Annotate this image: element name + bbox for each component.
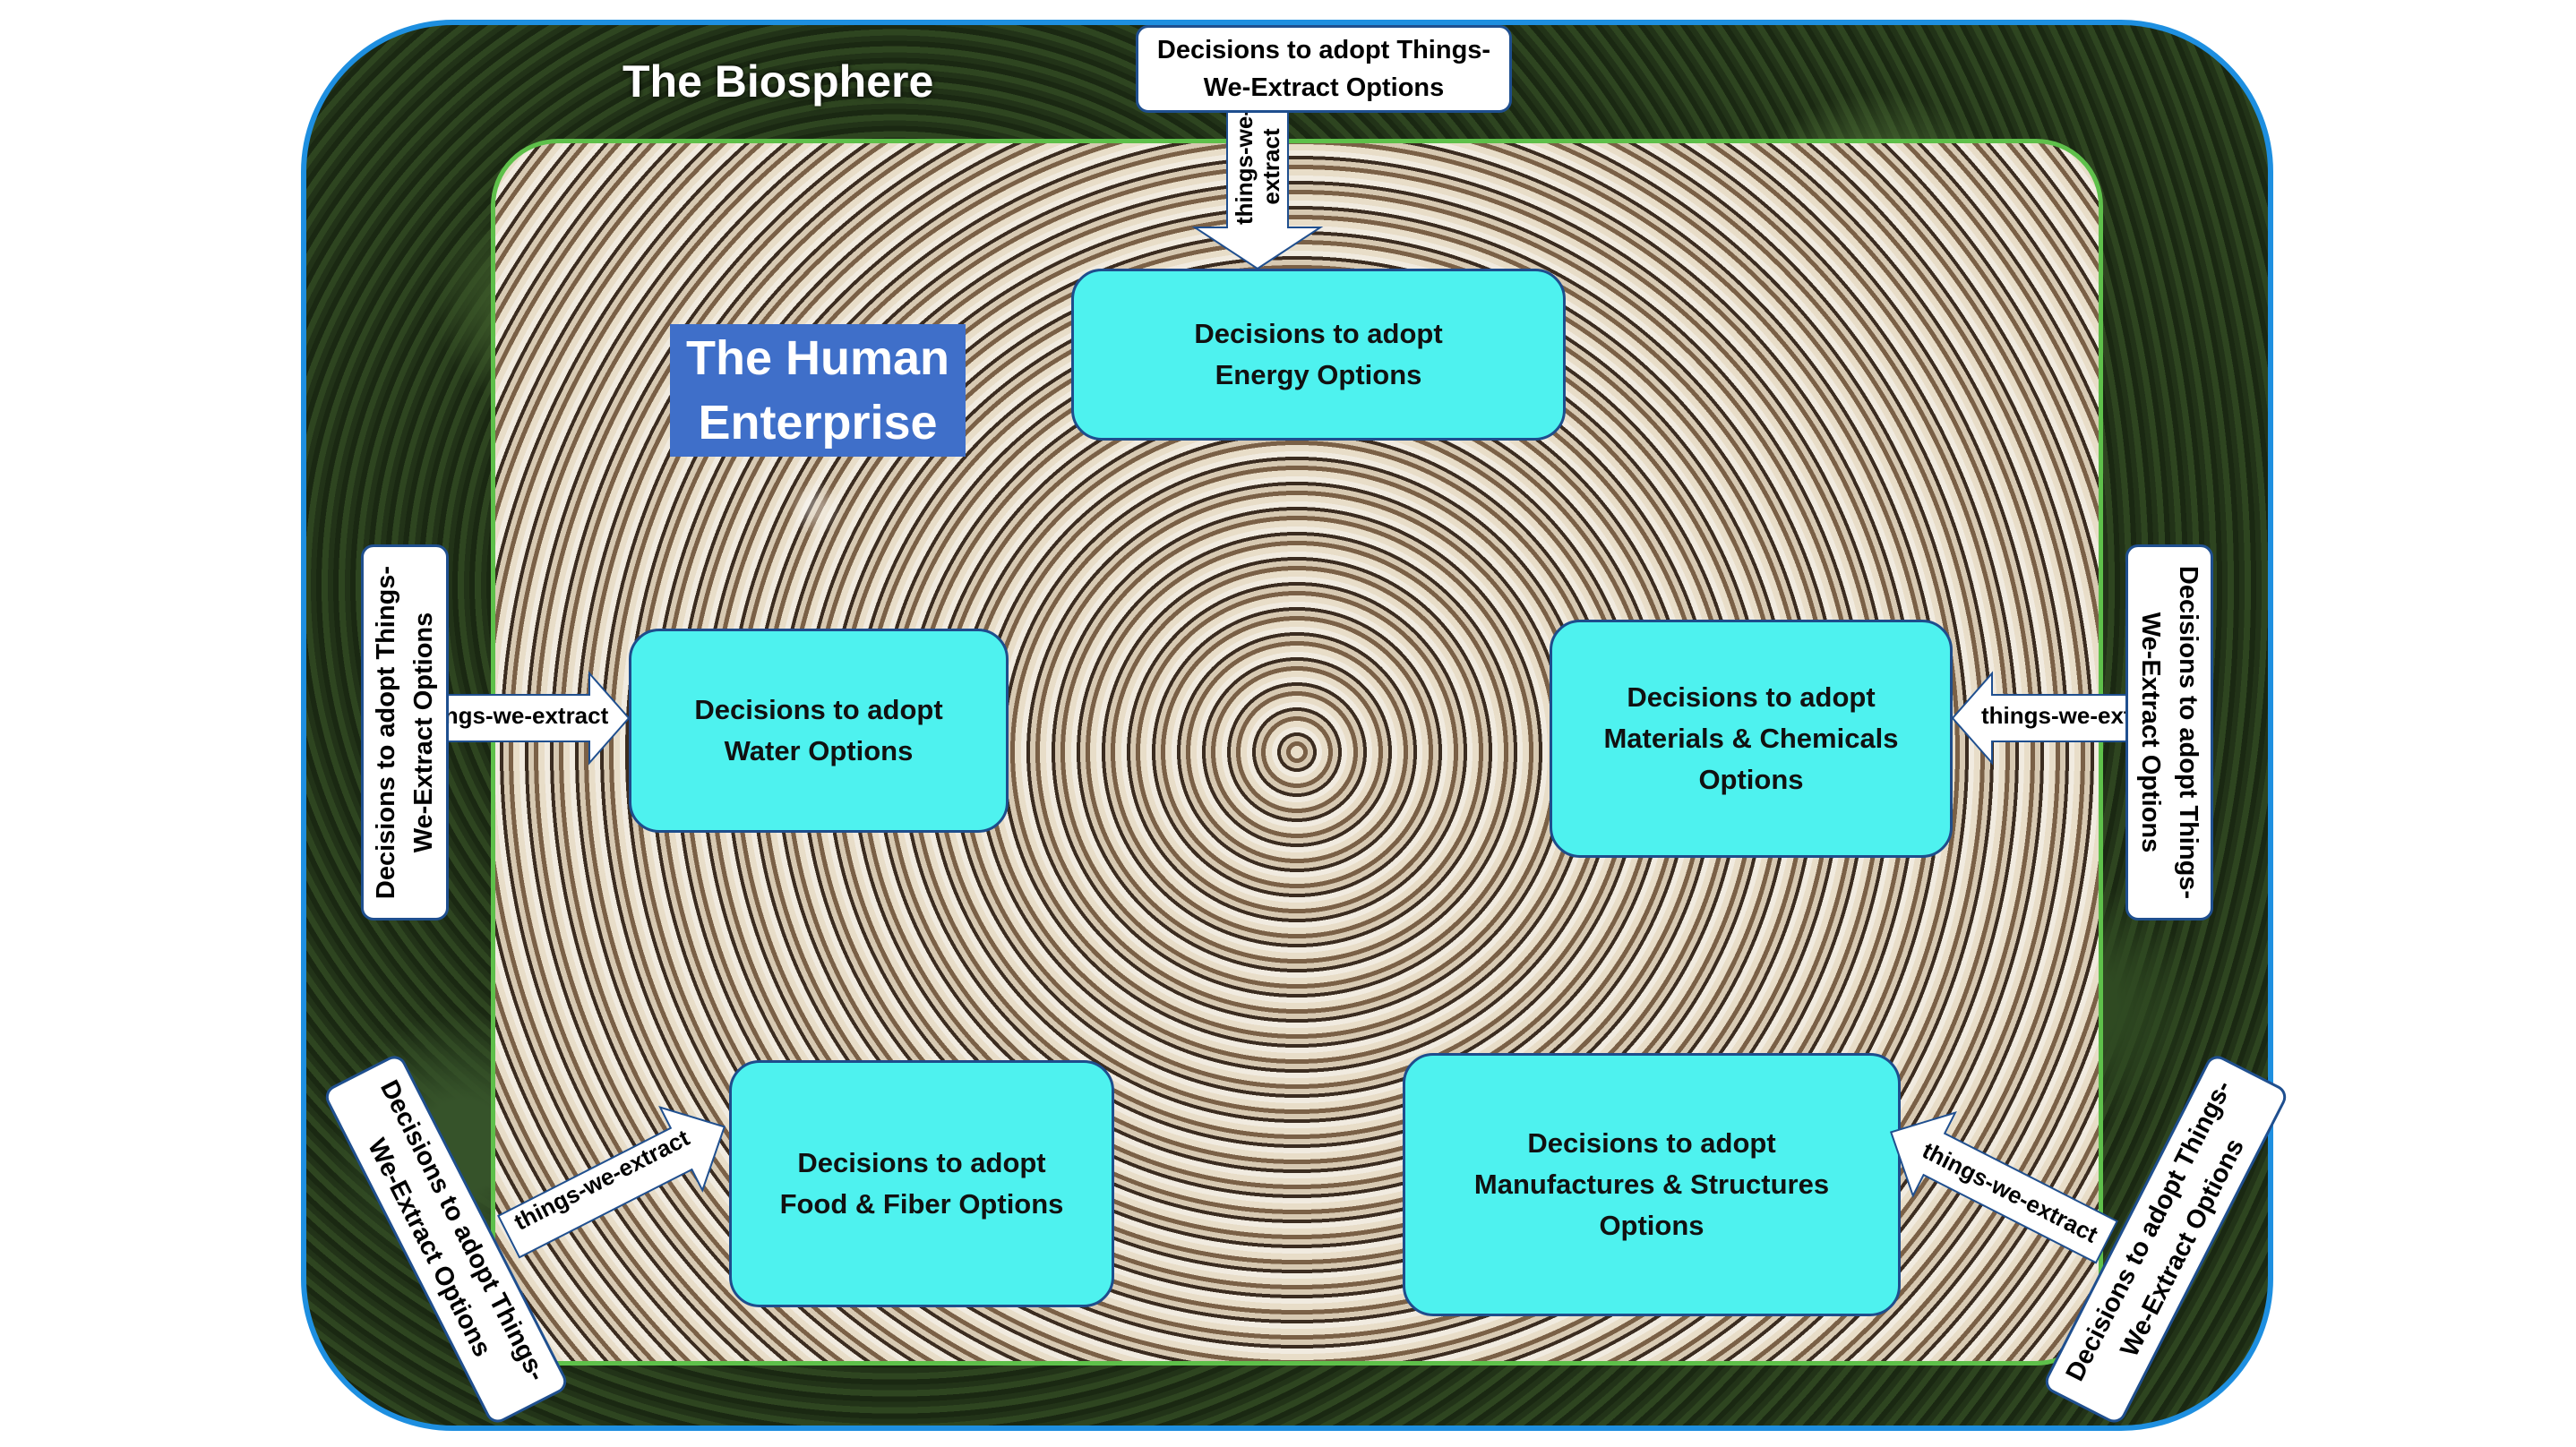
- node-line: Decisions to adopt: [1527, 1127, 1776, 1159]
- external-source-line2: We-Extract Options: [409, 612, 438, 853]
- external-source-top: Decisions to adopt Things- We-Extract Op…: [1136, 25, 1512, 113]
- water-options-node: Decisions to adopt Water Options: [629, 629, 1009, 833]
- external-source-line2: We-Extract Options: [1203, 73, 1445, 102]
- external-source-line1: Decisions to adopt Things-: [2174, 565, 2202, 900]
- node-line: Food & Fiber Options: [779, 1188, 1064, 1220]
- node-line: Options: [1599, 1210, 1704, 1241]
- external-source-left: Decisions to adopt Things- We-Extract Op…: [361, 544, 449, 920]
- node-line: Decisions to adopt: [1627, 681, 1876, 713]
- node-line: Energy Options: [1215, 359, 1422, 390]
- node-line: Manufactures & Structures: [1473, 1169, 1830, 1200]
- top-flow-label: things-we- extract: [1231, 108, 1284, 225]
- node-line: Decisions to adopt: [1194, 318, 1443, 349]
- node-line: Options: [1698, 764, 1804, 795]
- materials-chemicals-options-node: Decisions to adopt Materials & Chemicals…: [1550, 620, 1953, 858]
- human-enterprise-title: The Human Enterprise: [670, 324, 966, 457]
- top-flow-label-line1: things-we-: [1231, 108, 1258, 225]
- human-enterprise-title-line2: Enterprise: [698, 396, 938, 450]
- food-fiber-options-node: Decisions to adopt Food & Fiber Options: [729, 1060, 1114, 1307]
- biosphere-title: The Biosphere: [623, 56, 934, 107]
- node-line: Decisions to adopt: [797, 1147, 1046, 1178]
- energy-options-node: Decisions to adopt Energy Options: [1071, 269, 1566, 441]
- external-source-right: Decisions to adopt Things- We-Extract Op…: [2125, 544, 2213, 920]
- node-line: Decisions to adopt: [694, 694, 943, 725]
- node-line: Water Options: [724, 735, 914, 766]
- top-flow-label-line2: extract: [1258, 128, 1284, 205]
- node-line: Materials & Chemicals: [1603, 723, 1899, 754]
- manufactures-structures-options-node: Decisions to adopt Manufactures & Struct…: [1403, 1053, 1901, 1316]
- external-source-line2: We-Extract Options: [2136, 612, 2165, 853]
- external-source-line1: Decisions to adopt Things-: [372, 565, 400, 900]
- human-enterprise-title-line1: The Human: [685, 331, 950, 385]
- external-source-line1: Decisions to adopt Things-: [1156, 36, 1491, 64]
